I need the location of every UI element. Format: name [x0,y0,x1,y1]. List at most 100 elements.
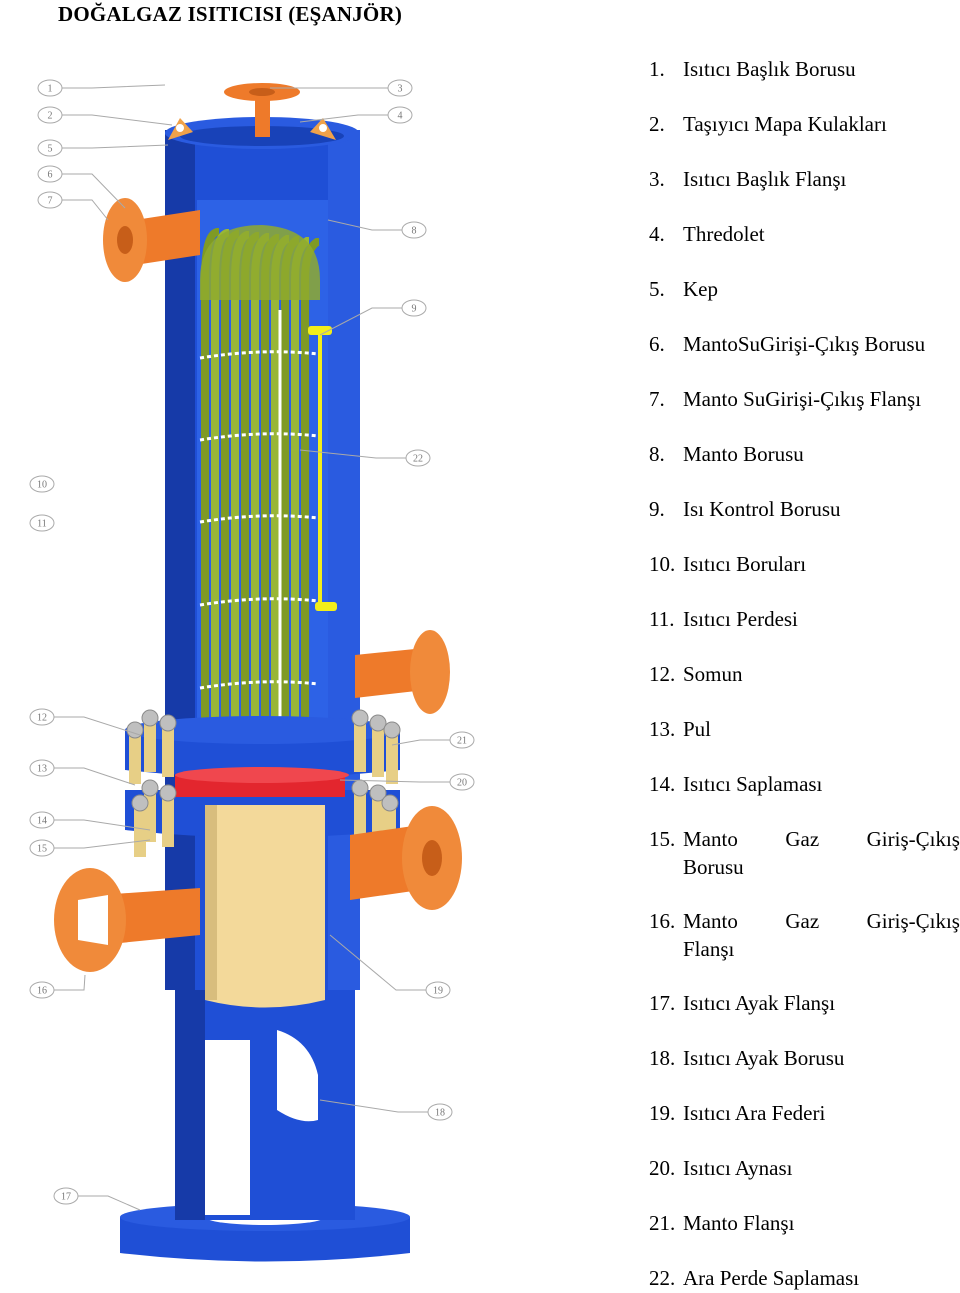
callout: 21 [391,731,475,749]
bolt [131,794,149,857]
callout-number: 22 [413,454,423,465]
baffle [199,514,319,524]
legend-number: 1. [649,57,665,81]
legend-number: 22. [649,1266,676,1290]
baffle [199,680,319,690]
callout: 17 [53,1187,141,1211]
legend-number: 12. [649,662,676,686]
legend-text: Isıtıcı Başlık Flanşı [683,167,847,191]
callout: 5 [37,139,169,157]
legend-number: 4. [649,222,665,246]
legend-text-word: Manto [683,909,738,933]
legend-number: 2. [649,112,665,136]
legend-text: Manto SuGirişi-Çıkış Flanşı [683,387,922,411]
upper-right-nozzle [355,630,450,714]
callout: 2 [37,106,173,126]
legend-text: MantoSuGirişi-Çıkış Borusu [683,332,926,356]
legend-number: 6. [649,332,665,356]
callout-number: 2 [48,111,53,122]
gas-nozzle-right [350,806,462,910]
callout-number: 13 [37,764,47,775]
legend-text: Manto Borusu [683,442,804,466]
lifting-lugs [168,118,336,140]
callout-number: 15 [37,844,47,855]
bolt [141,709,159,772]
bolt [126,721,144,784]
callout-number: 10 [37,480,47,491]
callout-number: 20 [457,778,467,789]
legend-text-word: Giriş-Çıkış [866,909,960,933]
legend-number: 5. [649,277,665,301]
callout-number: 14 [37,816,47,827]
callout-number: 6 [48,170,53,181]
callout-number: 3 [398,84,403,95]
legend-text-word: Manto [683,827,738,851]
callout: 3 [270,79,413,97]
callout: 13 [29,759,136,786]
baffle [199,432,319,442]
callout-number: 5 [48,144,53,155]
callout-number: 9 [412,304,417,315]
callout-number: 17 [61,1192,71,1203]
baffle [199,350,319,360]
legend-text: Somun [683,662,743,686]
legend-text-line2: Borusu [683,855,744,879]
callout: 1 [37,79,166,97]
callout-number: 8 [412,226,417,237]
water-nozzle [103,198,200,282]
legend-number: 14. [649,772,676,796]
legend-text: Isıtıcı Başlık Borusu [683,57,856,81]
callout: 8 [327,219,427,239]
page-title: DOĞALGAZ ISITICISI (EŞANJÖR) [58,2,403,26]
legend-text: Thredolet [683,222,765,246]
legend-number: 15. [649,827,676,851]
legend-text: Manto Flanşı [683,1211,795,1235]
legend-number: 17. [649,991,676,1015]
callout: 9 [319,299,427,336]
legend-text: Pul [683,717,712,741]
callout: 11 [29,514,55,532]
legend-number: 19. [649,1101,676,1125]
bolt [159,784,177,847]
baffle [199,597,319,607]
callout: 16 [29,974,86,999]
legend-text: Taşıyıcı Mapa Kulakları [683,112,887,136]
legend-number: 13. [649,717,676,741]
legend-number: 11. [649,607,675,631]
legend-number: 16. [649,909,676,933]
legend-text: Isıtıcı Ara Federi [683,1101,826,1125]
bolt [351,779,369,842]
foot-pipe [175,970,355,1220]
legend-number: 7. [649,387,665,411]
legend-text: Isı Kontrol Borusu [683,497,841,521]
legend-text-word: Gaz [785,909,820,933]
legend-number: 21. [649,1211,676,1235]
callout: 19 [329,934,451,999]
callout-number: 1 [48,84,53,95]
legend-text: Isıtıcı Boruları [683,552,807,576]
legend-number: 18. [649,1046,676,1070]
callout: 18 [319,1099,453,1121]
heater-tubes [200,225,320,780]
callout-number: 7 [48,196,53,207]
bolt [159,714,177,777]
callout-number: 19 [433,986,443,997]
callout-number: 12 [37,713,47,724]
callout: 22 [299,449,431,467]
legend-text: Isıtıcı Ayak Borusu [683,1046,845,1070]
callout-number: 16 [37,986,47,997]
legend-number: 8. [649,442,665,466]
legend-text-word: Gaz [785,827,820,851]
legend-text: Isıtıcı Ayak Flanşı [683,991,836,1015]
callout: 10 [29,475,55,493]
gas-nozzle-left [54,868,200,972]
legend-text-word: Giriş-Çıkış [866,827,960,851]
bolt [351,709,369,772]
legend-text: Kep [683,277,718,301]
legend-text: Ara Perde Saplaması [683,1266,860,1290]
heat-control-tube [308,326,337,611]
